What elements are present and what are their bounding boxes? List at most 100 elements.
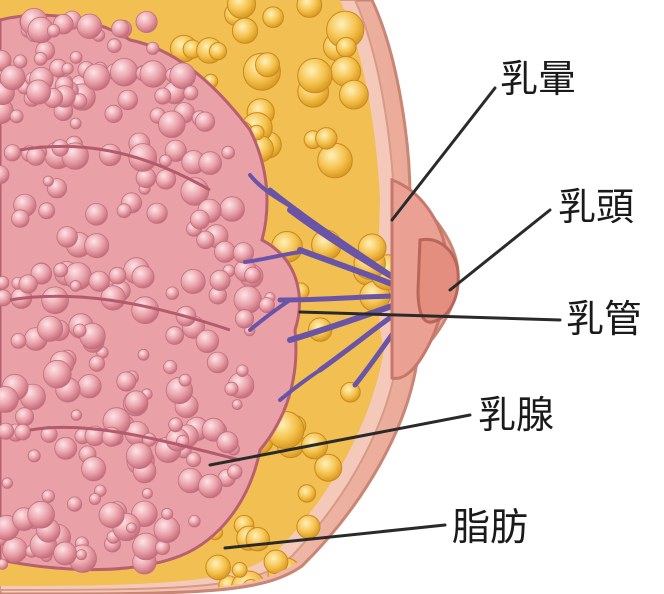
gland-lobule [235,310,253,328]
fat-globule [232,563,247,578]
gland-lobule [232,400,242,410]
gland-lobule [54,542,77,565]
gland-lobule [0,559,8,569]
gland-lobule [117,204,131,218]
gland-lobule [127,523,137,533]
gland-lobule [190,210,209,229]
gland-lobule [3,538,28,563]
label-gland: 乳腺 [478,393,554,437]
gland-lobule [170,63,196,89]
gland-lobule [15,424,31,440]
gland-lobule [154,517,180,543]
gland-lobule [179,374,191,386]
gland-lobule [189,515,201,527]
gland-lobule [57,227,78,248]
gland-lobule [132,297,159,324]
gland-lobule [76,550,86,560]
gland-lobule [19,275,37,293]
gland-lobule [84,64,110,90]
gland-lobule [28,450,40,462]
gland-lobule [222,146,235,159]
gland-lobule [107,39,121,53]
gland-lobule [187,453,201,467]
gland-lobule [43,176,53,186]
gland-lobule [126,443,152,469]
gland-lobule [118,90,138,110]
gland-lobule [112,20,129,37]
gland-lobule [109,267,126,284]
gland-lobule [28,501,55,528]
gland-lobule [199,152,222,175]
gland-lobule [70,118,81,129]
fat-globule [298,58,332,92]
gland-lobule [0,423,14,439]
gland-lobule [77,14,102,39]
gland-lobule [105,105,122,122]
fat-globule [336,37,356,57]
gland-lobule [70,281,81,292]
gland-lobule [89,356,104,371]
gland-lobule [234,286,261,313]
gland-lobule [34,52,47,65]
gland-lobule [196,330,219,353]
gland-lobule [70,51,82,63]
leader-line-nipple [450,210,550,290]
fat-globule [256,53,280,77]
gland-lobule [207,352,228,373]
fat-globule [246,528,269,551]
gland-lobule [0,65,25,90]
label-nipple: 乳頭 [558,185,634,229]
gland-lobule [195,112,214,131]
gland-lobule [220,197,245,222]
gland-lobule [73,324,86,337]
gland-lobule [62,63,73,74]
gland-lobule [110,58,138,86]
gland-lobule [0,276,9,289]
gland-lobule [210,270,230,290]
label-duct: 乳管 [566,297,642,341]
gland-lobule [86,203,108,225]
gland-lobule [181,269,205,293]
gland-lobule [184,86,198,100]
gland-lobule [78,375,101,398]
gland-lobule [147,42,159,54]
gland-lobule [55,437,77,459]
gland-lobule [140,61,167,88]
gland-lobule [225,382,238,395]
gland-lobule [26,80,50,104]
gland-lobule [43,360,71,388]
gland-lobule [237,365,249,377]
gland-lobule [166,287,179,300]
gland-lobule [138,349,149,360]
gland-lobule [214,241,235,262]
gland-lobule [99,502,124,527]
gland-lobule [164,360,177,373]
gland-lobule [217,432,238,453]
gland-lobule [132,266,154,288]
fat-globule [263,7,284,28]
label-areola: 乳暈 [500,57,576,101]
fat-globule [297,515,320,538]
gland-lobule [16,408,34,426]
fat-globule [340,80,369,109]
gland-lobule [99,144,121,166]
gland-lobule [38,316,63,341]
fat-globule [298,485,315,502]
gland-lobule [11,333,26,348]
gland-lobule [82,457,106,481]
gland-lobule [117,372,136,391]
label-fat: 脂肪 [452,505,528,549]
gland-lobule [159,111,186,138]
gland-lobule [10,110,23,123]
gland-lobule [67,497,81,511]
gland-lobule [42,490,55,503]
fat-globule [206,555,231,580]
fat-globule [316,128,337,149]
fat-globule [209,43,226,60]
gland-lobule [85,234,109,258]
gland-lobule [11,210,29,228]
gland-lobule [155,88,171,104]
gland-lobule [54,263,68,277]
gland-lobule [47,24,60,37]
gland-lobule [228,465,242,479]
